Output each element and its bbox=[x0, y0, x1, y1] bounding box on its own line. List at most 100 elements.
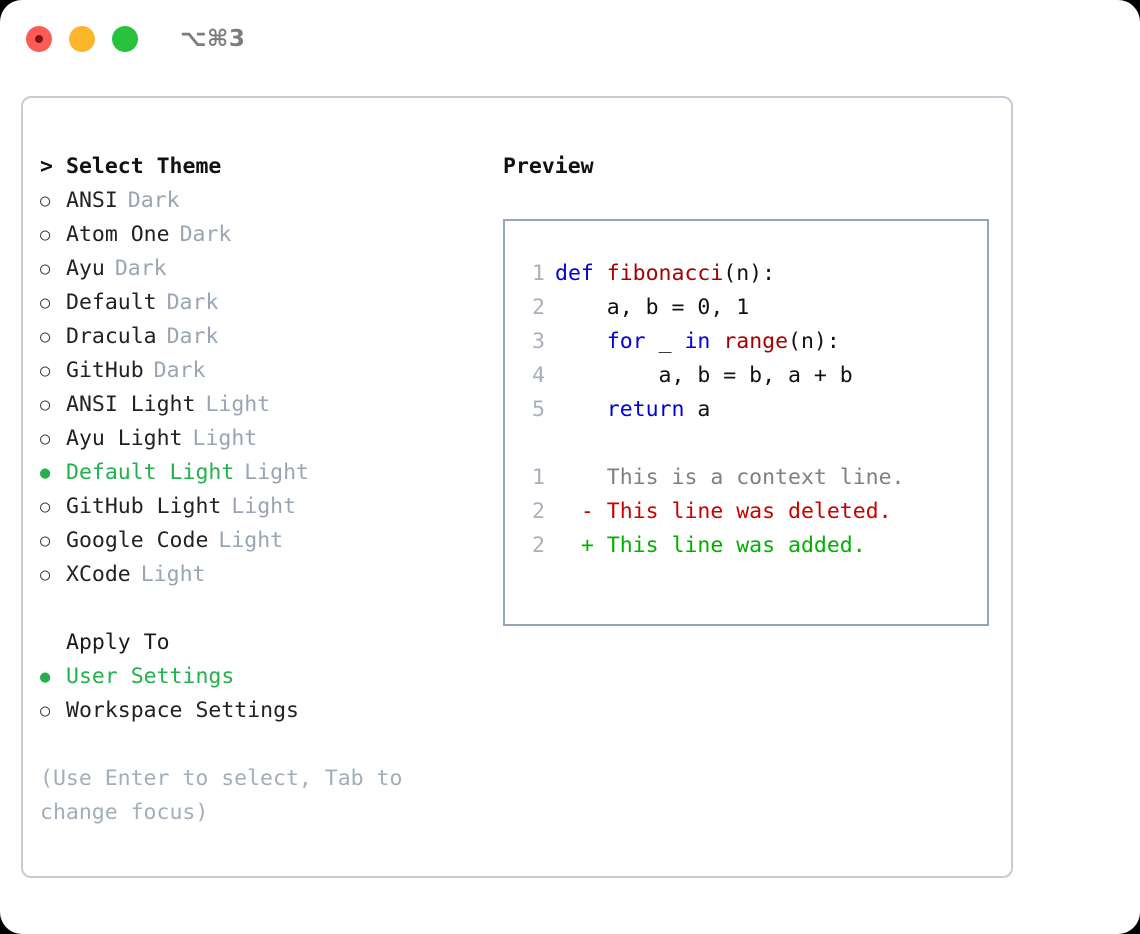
code-token: a, b = b, a + b bbox=[555, 363, 853, 388]
theme-option-label: Google Code bbox=[66, 528, 209, 553]
code-token: range bbox=[723, 329, 789, 354]
preview-title: Preview bbox=[503, 154, 594, 179]
radio-selected-icon: ● bbox=[40, 667, 51, 687]
theme-option-label: GitHub Light bbox=[66, 494, 222, 519]
theme-option-label: Default bbox=[66, 290, 157, 315]
theme-mode-badge: Dark bbox=[153, 358, 206, 383]
radio-unselected-icon: ○ bbox=[40, 225, 51, 245]
title-bar: ⌥⌘3 bbox=[0, 0, 1140, 78]
theme-option[interactable]: ○ Atom One Dark bbox=[40, 218, 470, 252]
diff-sample: 1 This is a context line.2 - This line w… bbox=[523, 461, 987, 563]
theme-mode-badge: Light bbox=[244, 460, 310, 485]
theme-mode-badge: Light bbox=[218, 528, 284, 553]
apply-to-option[interactable]: ● User Settings bbox=[40, 660, 470, 694]
apply-to-option-label: Workspace Settings bbox=[66, 698, 299, 723]
theme-option-label: XCode bbox=[66, 562, 131, 587]
theme-option-label: Default Light bbox=[66, 460, 235, 485]
radio-unselected-icon: ○ bbox=[40, 565, 51, 585]
theme-option[interactable]: ○ XCode Light bbox=[40, 558, 470, 592]
radio-selected-icon: ● bbox=[40, 463, 51, 483]
close-window-button[interactable] bbox=[26, 26, 52, 52]
theme-option-label: ANSI bbox=[66, 188, 118, 213]
diff-line: 1 This is a context line. bbox=[523, 461, 987, 495]
theme-mode-badge: Light bbox=[231, 494, 297, 519]
theme-mode-badge: Light bbox=[192, 426, 258, 451]
code-line: 4 a, b = b, a + b bbox=[523, 359, 987, 393]
theme-mode-badge: Dark bbox=[127, 188, 180, 213]
select-theme-header-label: Select Theme bbox=[66, 154, 222, 179]
keyboard-hint: (Use Enter to select, Tab to change focu… bbox=[40, 766, 416, 825]
code-line: 3 for _ in range(n): bbox=[523, 325, 987, 359]
theme-option[interactable]: ○ Google Code Light bbox=[40, 524, 470, 558]
theme-mode-badge: Dark bbox=[179, 222, 232, 247]
theme-option[interactable]: ○ ANSI Dark bbox=[40, 184, 470, 218]
theme-option[interactable]: ○ Default Dark bbox=[40, 286, 470, 320]
code-line: 5 return a bbox=[523, 393, 987, 427]
radio-unselected-icon: ○ bbox=[40, 259, 51, 279]
code-token bbox=[710, 329, 723, 354]
diff-line: 2 + This line was added. bbox=[523, 529, 987, 563]
line-number: 4 bbox=[532, 363, 545, 388]
theme-option-label: Atom One bbox=[66, 222, 170, 247]
apply-to-option-label: User Settings bbox=[66, 664, 235, 689]
code-line: 2 a, b = 0, 1 bbox=[523, 291, 987, 325]
theme-mode-badge: Light bbox=[140, 562, 206, 587]
theme-mode-badge: Dark bbox=[166, 290, 219, 315]
code-token: _ bbox=[645, 329, 685, 354]
line-number: 2 bbox=[532, 499, 545, 524]
theme-mode-badge: Dark bbox=[166, 324, 219, 349]
radio-unselected-icon: ○ bbox=[40, 429, 51, 449]
code-token: a, b = 0, 1 bbox=[555, 295, 750, 320]
line-number: 1 bbox=[532, 465, 545, 490]
diff-text: - This line was deleted. bbox=[555, 499, 892, 524]
line-number: 5 bbox=[532, 397, 545, 422]
theme-option-label: Dracula bbox=[66, 324, 157, 349]
theme-option-label: Ayu Light bbox=[66, 426, 183, 451]
radio-unselected-icon: ○ bbox=[40, 191, 51, 211]
line-number: 1 bbox=[532, 261, 545, 286]
radio-unselected-icon: ○ bbox=[40, 327, 51, 347]
code-diff-gap bbox=[523, 427, 987, 461]
diff-text: + This line was added. bbox=[555, 533, 866, 558]
theme-option-label: ANSI Light bbox=[66, 392, 196, 417]
diff-text: This is a context line. bbox=[555, 465, 905, 490]
cursor-marker: > bbox=[40, 154, 53, 179]
line-number: 2 bbox=[532, 295, 545, 320]
theme-option[interactable]: ○ GitHub Dark bbox=[40, 354, 470, 388]
code-token: (n): bbox=[723, 261, 776, 286]
maximize-window-button[interactable] bbox=[112, 26, 138, 52]
apply-to-header: Apply To bbox=[40, 626, 470, 660]
theme-mode-badge: Light bbox=[205, 392, 271, 417]
line-number: 2 bbox=[532, 533, 545, 558]
code-token: def bbox=[555, 261, 607, 286]
apply-to-list: ● User Settings ○Workspace Settings bbox=[40, 660, 470, 728]
theme-option-label: GitHub bbox=[66, 358, 144, 383]
radio-unselected-icon: ○ bbox=[40, 531, 51, 551]
code-token bbox=[555, 329, 607, 354]
radio-unselected-icon: ○ bbox=[40, 293, 51, 313]
theme-option[interactable]: ● Default Light Light bbox=[40, 456, 470, 490]
diff-line: 2 - This line was deleted. bbox=[523, 495, 987, 529]
theme-option[interactable]: ○ Dracula Dark bbox=[40, 320, 470, 354]
code-token: (n): bbox=[788, 329, 840, 354]
line-number: 3 bbox=[532, 329, 545, 354]
minimize-window-button[interactable] bbox=[69, 26, 95, 52]
code-token: return bbox=[606, 397, 685, 422]
radio-unselected-icon: ○ bbox=[40, 361, 51, 381]
code-token: for bbox=[606, 329, 646, 354]
keyboard-shortcut-label: ⌥⌘3 bbox=[180, 26, 246, 52]
code-token: in bbox=[684, 329, 711, 354]
theme-option[interactable]: ○ Ayu Light Light bbox=[40, 422, 470, 456]
apply-to-option[interactable]: ○Workspace Settings bbox=[40, 694, 470, 728]
